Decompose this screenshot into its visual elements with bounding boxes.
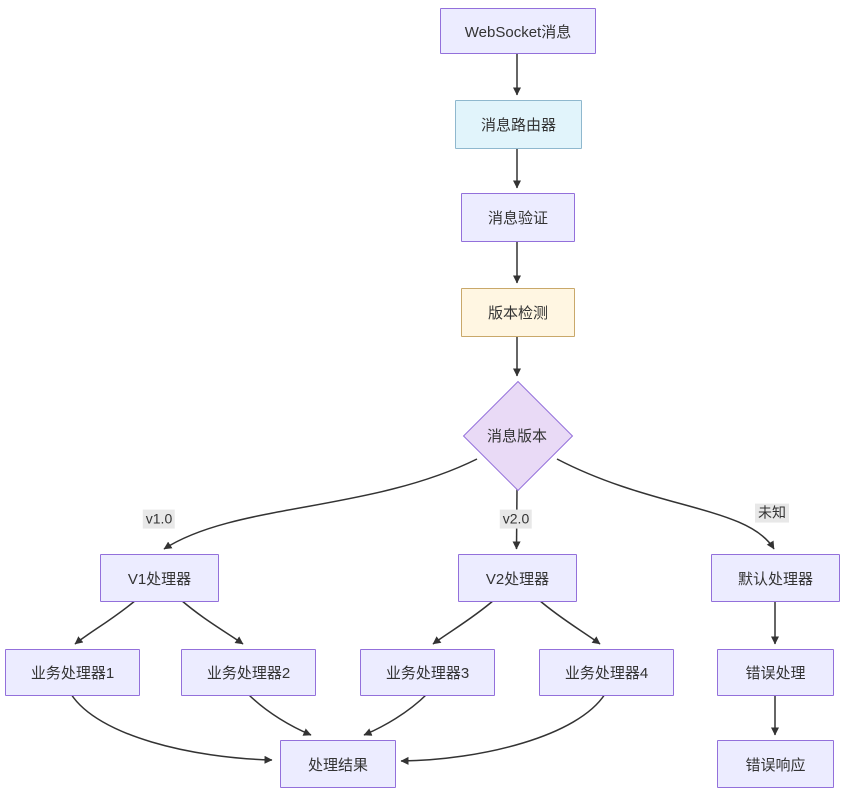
node-label: 处理结果 — [307, 756, 368, 774]
edge-business1-to-result — [70, 693, 273, 764]
edge-label-unknown: 未知 — [755, 503, 789, 523]
edge-business3-to-result — [363, 693, 428, 736]
edge-v1-to-business2 — [180, 599, 244, 645]
node-v2-handler: V2处理器 — [458, 554, 577, 602]
node-business-handler-2: 业务处理器2 — [181, 649, 316, 696]
node-error-handling: 错误处理 — [717, 649, 834, 696]
node-message-router: 消息路由器 — [455, 100, 582, 149]
node-label: 错误处理 — [745, 665, 806, 682]
edge-version-to-default — [556, 458, 775, 550]
node-label: 版本检测 — [487, 305, 548, 322]
node-label: 业务处理器4 — [564, 665, 649, 682]
node-business-handler-3: 业务处理器3 — [360, 649, 495, 696]
edge-label-v2: v2.0 — [499, 509, 533, 529]
edge-v2-to-business4 — [538, 599, 601, 645]
edge-label-v1: v1.0 — [142, 509, 176, 529]
node-label: 消息路由器 — [480, 117, 556, 134]
edge-version-to-v1 — [163, 458, 478, 550]
edge-business2-to-result — [247, 693, 312, 736]
node-label: 默认处理器 — [737, 570, 813, 588]
node-label: 业务处理器3 — [385, 665, 470, 682]
edge-v1-to-business1 — [74, 599, 137, 645]
edge-v2-to-business3 — [432, 599, 495, 645]
node-business-handler-1: 业务处理器1 — [5, 649, 140, 696]
node-label: WebSocket消息 — [464, 23, 572, 41]
node-business-handler-4: 业务处理器4 — [539, 649, 674, 696]
node-default-handler: 默认处理器 — [711, 554, 840, 602]
node-label: 错误响应 — [745, 756, 806, 774]
node-label: 消息版本 — [486, 427, 547, 445]
edge-business4-to-result — [400, 693, 606, 765]
node-v1-handler: V1处理器 — [100, 554, 219, 602]
node-error-response: 错误响应 — [717, 740, 834, 788]
node-websocket-message: WebSocket消息 — [440, 8, 596, 54]
node-label: 消息验证 — [487, 210, 548, 227]
node-version-detection: 版本检测 — [461, 288, 575, 337]
node-message-validation: 消息验证 — [461, 193, 575, 242]
node-label: V1处理器 — [127, 570, 192, 588]
node-label: 业务处理器2 — [206, 665, 291, 682]
node-label: 业务处理器1 — [30, 665, 115, 682]
node-message-version: 消息版本 — [462, 380, 574, 492]
node-label: V2处理器 — [485, 570, 550, 588]
node-processing-result: 处理结果 — [280, 740, 396, 788]
